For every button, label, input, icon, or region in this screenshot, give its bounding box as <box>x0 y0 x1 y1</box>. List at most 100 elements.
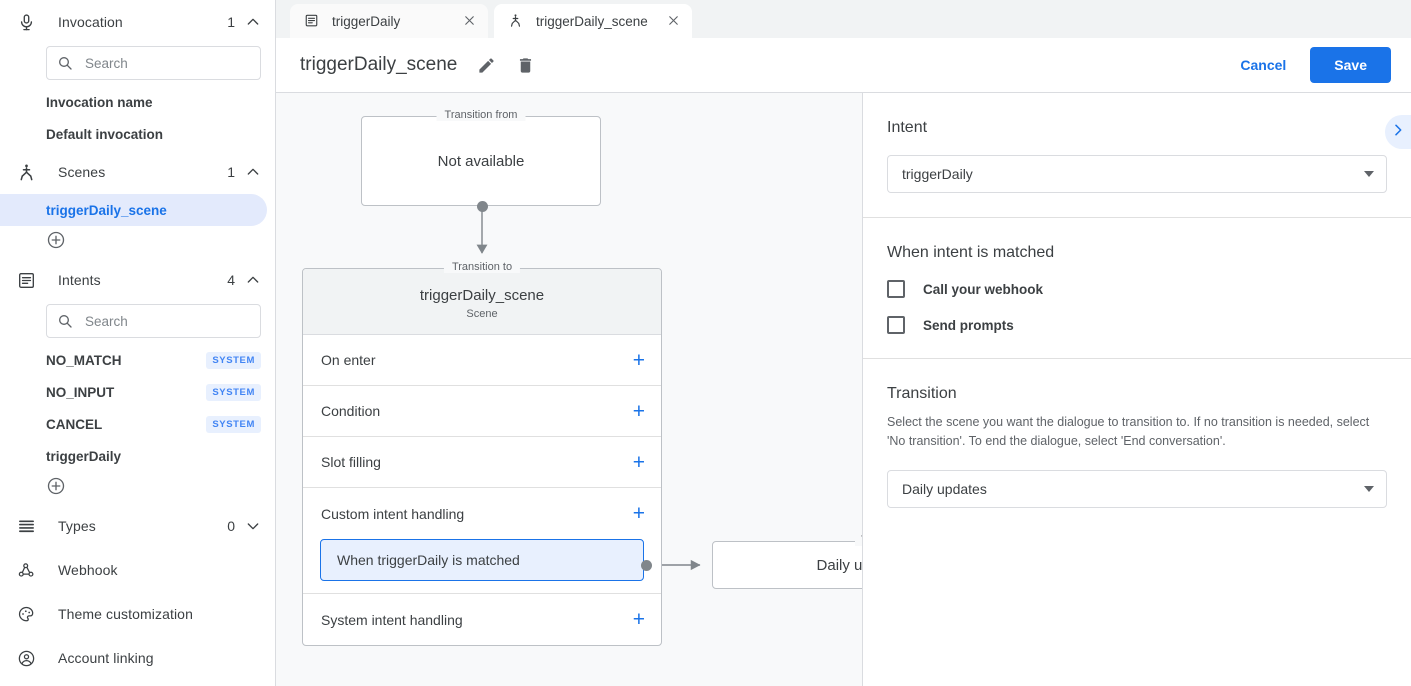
tab-triggerdaily-scene[interactable]: triggerDaily_scene <box>494 4 692 38</box>
sidebar-item-default-invocation[interactable]: Default invocation <box>0 118 275 150</box>
add-intent-button[interactable] <box>0 472 275 504</box>
tab-triggerdaily[interactable]: triggerDaily <box>290 4 488 38</box>
types-lines-icon <box>14 514 38 538</box>
sidebar-item-label: CANCEL <box>46 416 103 432</box>
scene-node: Transition to triggerDaily_scene Scene O… <box>302 261 662 646</box>
sidebar-group-intents[interactable]: Intents 4 <box>0 258 275 302</box>
chevron-right-icon <box>1390 122 1406 143</box>
add-on-enter-button[interactable]: + <box>632 348 645 372</box>
invocation-search-box[interactable] <box>46 46 261 80</box>
add-custom-intent-button[interactable]: + <box>632 502 645 525</box>
sidebar-group-count: 1 <box>227 164 235 180</box>
scene-row-label: On enter <box>321 352 376 368</box>
transition-to-right-value: Daily updates <box>816 556 862 574</box>
send-prompts-checkbox[interactable] <box>887 316 905 334</box>
add-scene-button[interactable] <box>0 226 275 258</box>
sidebar-item-label: Invocation name <box>46 94 153 110</box>
pencil-icon[interactable] <box>477 56 496 75</box>
sidebar-group-invocation[interactable]: Invocation 1 <box>0 0 275 44</box>
sidebar-item-no-input[interactable]: NO_INPUT SYSTEM <box>0 376 275 408</box>
intents-search-input[interactable] <box>85 313 250 329</box>
sidebar-item-triggerdaily[interactable]: triggerDaily <box>0 440 275 472</box>
body-split: Transition from Not available Transition… <box>276 93 1411 686</box>
transition-to-right-legend: Transition to <box>855 534 862 546</box>
status-badge: SYSTEM <box>206 415 261 433</box>
properties-panel: Intent triggerDaily When intent is match… <box>862 93 1411 686</box>
sidebar-group-types[interactable]: Types 0 <box>0 504 275 548</box>
sidebar-group-label: Types <box>58 518 96 534</box>
status-badge: SYSTEM <box>206 383 261 401</box>
call-your-webhook-checkbox[interactable] <box>887 280 905 298</box>
add-system-intent-button[interactable]: + <box>632 608 645 631</box>
account-circle-icon <box>14 646 38 670</box>
palette-icon <box>14 602 38 626</box>
sidebar-item-label: Theme customization <box>58 606 193 622</box>
trash-icon[interactable] <box>516 56 535 75</box>
cancel-button[interactable]: Cancel <box>1228 49 1298 81</box>
send-prompts-checkbox-row[interactable]: Send prompts <box>887 316 1387 334</box>
transition-from-node[interactable]: Transition from Not available <box>361 109 601 206</box>
scene-node-title: triggerDaily_scene <box>419 287 545 304</box>
intent-icon <box>304 13 320 29</box>
sidebar-item-invocation-name[interactable]: Invocation name <box>0 86 275 118</box>
transition-description: Select the scene you want the dialogue t… <box>887 415 1370 449</box>
chevron-up-icon[interactable] <box>245 272 261 288</box>
intent-section: Intent triggerDaily <box>863 93 1411 218</box>
send-prompts-label: Send prompts <box>923 317 1014 333</box>
tab-label: triggerDaily_scene <box>536 13 648 29</box>
sidebar-item-label: NO_MATCH <box>46 352 122 368</box>
when-intent-matched-section: When intent is matched Call your webhook… <box>863 218 1411 359</box>
page-title: triggerDaily_scene <box>300 54 458 75</box>
invocation-search-input[interactable] <box>85 55 250 71</box>
intent-select-value: triggerDaily <box>902 166 973 182</box>
scene-row-on-enter[interactable]: On enter + <box>303 335 661 386</box>
intent-select[interactable]: triggerDaily <box>887 155 1387 193</box>
save-button[interactable]: Save <box>1310 47 1391 83</box>
sidebar-item-no-match[interactable]: NO_MATCH SYSTEM <box>0 344 275 376</box>
close-icon[interactable] <box>666 13 682 29</box>
scene-row-label: System intent handling <box>321 611 463 628</box>
sidebar-item-triggerdaily-scene[interactable]: triggerDaily_scene <box>0 194 267 226</box>
connector-dot-handler <box>640 559 652 571</box>
call-your-webhook-checkbox-row[interactable]: Call your webhook <box>887 280 1387 298</box>
transition-select[interactable]: Daily updates <box>887 469 1387 508</box>
sidebar-item-cancel[interactable]: CANCEL SYSTEM <box>0 408 275 440</box>
sidebar-item-backend-services[interactable]: Backend services <box>0 680 275 686</box>
transition-to-node[interactable]: Transition to Daily updates <box>712 534 862 589</box>
add-condition-button[interactable]: + <box>632 399 645 423</box>
webhook-icon <box>14 558 38 582</box>
transition-heading: Transition <box>887 385 957 402</box>
search-icon <box>57 55 73 71</box>
sidebar-group-scenes[interactable]: Scenes 1 <box>0 150 275 194</box>
scene-row-system-intent-handling[interactable]: System intent handling + <box>303 594 661 645</box>
sidebar-item-label: Account linking <box>58 650 154 666</box>
sidebar-item-theme-customization[interactable]: Theme customization <box>0 592 275 636</box>
scene-node-header: Transition to triggerDaily_scene Scene <box>303 261 661 335</box>
chevron-down-icon[interactable] <box>245 518 261 534</box>
add-slot-filling-button[interactable]: + <box>632 450 645 474</box>
sidebar-group-label: Scenes <box>58 164 106 180</box>
scene-row-slot-filling[interactable]: Slot filling + <box>303 437 661 488</box>
left-sidebar: Invocation 1 Invocation name Default inv… <box>0 0 276 686</box>
scene-row-custom-intent-handling[interactable]: Custom intent handling + <box>303 488 661 539</box>
custom-intent-handler-chip[interactable]: When triggerDaily is matched <box>320 539 644 581</box>
sidebar-group-label: Invocation <box>58 14 123 30</box>
intent-heading: Intent <box>887 119 928 136</box>
close-icon[interactable] <box>462 13 478 29</box>
scene-icon <box>508 13 524 29</box>
sidebar-item-webhook[interactable]: Webhook <box>0 548 275 592</box>
sidebar-item-account-linking[interactable]: Account linking <box>0 636 275 680</box>
transition-from-value: Not available <box>437 152 525 170</box>
scene-canvas[interactable]: Transition from Not available Transition… <box>276 93 862 686</box>
scene-node-subtitle: Scene <box>466 308 498 320</box>
chevron-up-icon[interactable] <box>245 14 261 30</box>
intents-search-box[interactable] <box>46 304 261 338</box>
sidebar-group-count: 0 <box>227 518 235 534</box>
custom-intent-handler-label: When triggerDaily is matched <box>337 552 520 568</box>
chevron-up-icon[interactable] <box>245 164 261 180</box>
panel-collapse-button[interactable] <box>1385 115 1411 149</box>
scenes-fork-icon <box>14 160 38 184</box>
scene-row-condition[interactable]: Condition + <box>303 386 661 437</box>
sidebar-item-label: triggerDaily_scene <box>46 202 167 218</box>
